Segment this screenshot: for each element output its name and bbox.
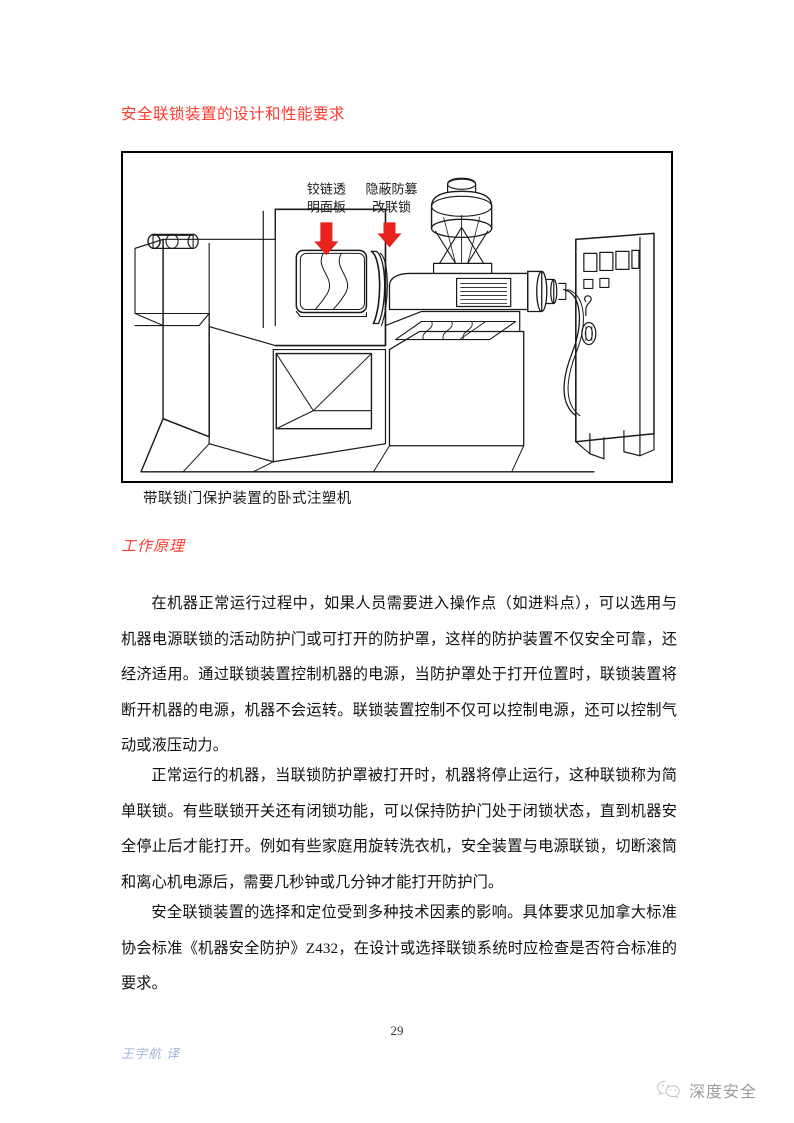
annotation-arrow-left — [314, 222, 339, 256]
paragraph-text: 安全联锁装置的选择和定位受到多种技术因素的影响。具体要求见加拿大标准协会标准《机… — [121, 904, 677, 992]
label-tamper-proof-interlock-line1: 隐蔽防篡 — [365, 181, 417, 196]
label-hinged-panel-line2: 明面板 — [307, 199, 346, 214]
body-paragraph-3: 安全联锁装置的选择和定位受到多种技术因素的影响。具体要求见加拿大标准协会标准《机… — [121, 895, 677, 1002]
watermark: 深度安全 — [656, 1078, 757, 1102]
page-number: 29 — [390, 1023, 404, 1038]
watermark-text: 深度安全 — [689, 1084, 758, 1101]
wechat-icon — [656, 1079, 682, 1101]
sub-heading-working-principle: 工作原理 — [121, 539, 186, 555]
paragraph-text: 正常运行的机器，当联锁防护罩被打开时，机器将停止运行，这种联锁称为简单联锁。有些… — [121, 767, 677, 891]
figure-caption: 带联锁门保护装置的卧式注塑机 — [143, 491, 352, 507]
machine-illustration: 铰链透 明面板 隐蔽防篡 改联锁 — [134, 177, 655, 473]
figure-injection-molding-machine: 铰链透 明面板 隐蔽防篡 改联锁 — [121, 151, 673, 483]
annotation-arrow-right — [377, 222, 402, 248]
label-hinged-panel-line1: 铰链透 — [307, 181, 346, 196]
translator-credit: 王宇航 译 — [121, 1047, 181, 1061]
body-paragraph-2: 正常运行的机器，当联锁防护罩被打开时，机器将停止运行，这种联锁称为简单联锁。有些… — [121, 758, 677, 900]
paragraph-text: 在机器正常运行过程中，如果人员需要进入操作点（如进料点），可以选用与机器电源联锁… — [121, 595, 677, 754]
label-tamper-proof-interlock-line2: 改联锁 — [372, 199, 411, 214]
body-paragraph-1: 在机器正常运行过程中，如果人员需要进入操作点（如进料点），可以选用与机器电源联锁… — [121, 586, 677, 764]
section-heading: 安全联锁装置的设计和性能要求 — [121, 106, 346, 123]
